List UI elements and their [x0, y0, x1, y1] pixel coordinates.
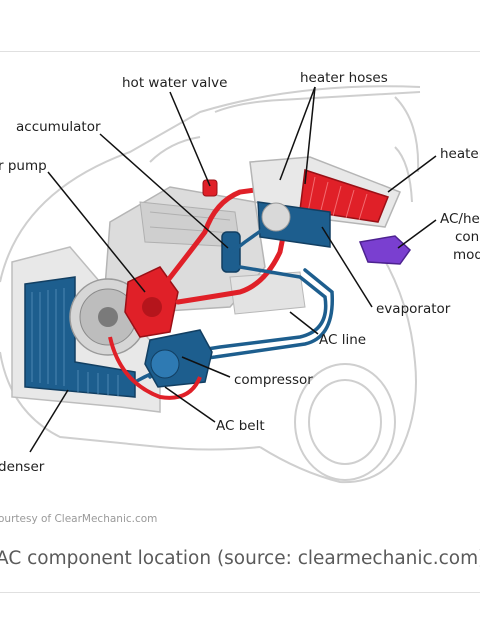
compressor	[144, 329, 213, 388]
label-ac-line: AC line	[319, 332, 366, 348]
label-heater: heater	[440, 146, 480, 162]
ac-system-diagram: hot water valve heater hoses accumulator…	[0, 70, 480, 525]
top-divider	[0, 51, 480, 52]
label-heater-hoses: heater hoses	[300, 70, 388, 86]
heater-hoses	[162, 181, 308, 305]
label-condenser: denser	[0, 459, 45, 475]
condenser-core	[24, 276, 136, 398]
leader-lines	[29, 86, 437, 453]
label-ac-control-line1: AC/he	[440, 211, 480, 227]
label-ac-belt: AC belt	[216, 418, 265, 434]
car-body-outline	[0, 85, 421, 484]
label-water-pump: r pump	[0, 158, 47, 174]
ac-belt	[108, 336, 202, 400]
figure-caption: AC component location (source: clearmech…	[0, 548, 480, 569]
label-evaporator: evaporator	[376, 301, 451, 317]
evaporator	[257, 201, 331, 248]
bottom-divider	[0, 592, 480, 593]
label-hot-water-valve: hot water valve	[122, 75, 227, 91]
hot-water-valve	[202, 179, 218, 197]
ac-control-module	[358, 235, 411, 265]
image-credit: ourtesy of ClearMechanic.com	[0, 513, 157, 525]
label-ac-control-line2: con	[455, 229, 479, 245]
label-ac-control-line3: mod	[453, 247, 480, 263]
label-accumulator: accumulator	[16, 119, 101, 135]
label-compressor: compressor	[234, 372, 313, 388]
